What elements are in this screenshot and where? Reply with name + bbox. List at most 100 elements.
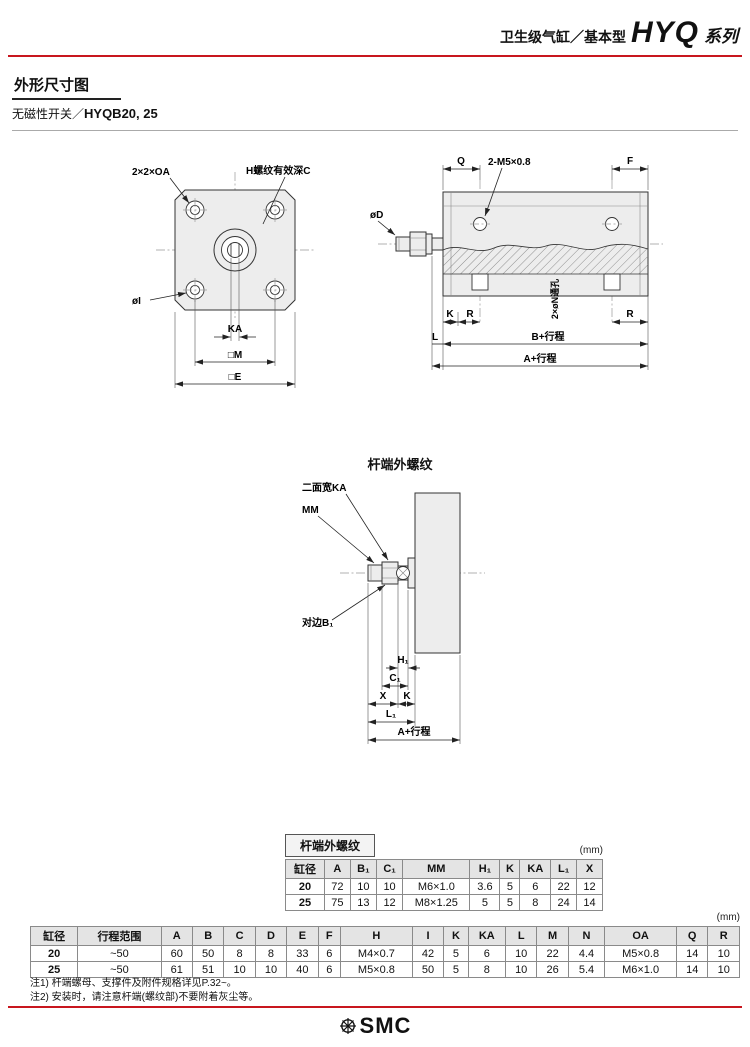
dim-x-k: X K [368, 691, 415, 707]
cell: M5×0.8 [604, 945, 677, 962]
dim-e: □E [174, 312, 296, 388]
cell: ~50 [77, 945, 162, 962]
section-title: 外形尺寸图 [12, 74, 122, 100]
col-header-d: D [254, 926, 288, 946]
table-row-bore25: 25 75 13 12 M8×1.25 5 5 8 24 14 [285, 894, 603, 911]
rod-shaft [431, 237, 444, 251]
dim-ka: KA [214, 258, 256, 341]
cell: 6 [317, 961, 342, 978]
cell: 50 [411, 961, 445, 978]
cell: 75 [323, 894, 351, 911]
oa-label: 2×2×OA [132, 167, 170, 178]
col-header-h: H [340, 926, 413, 946]
table1-title: 杆端外螺纹 [285, 834, 376, 857]
cell: 5.4 [567, 961, 606, 978]
cell: 61 [160, 961, 193, 978]
n-hole-label: 2×øN通孔 [549, 279, 560, 319]
cell: M6×1.0 [604, 961, 677, 978]
cell: 10 [504, 945, 538, 962]
dim-r-right: R [612, 296, 649, 370]
m-dim-label: □M [228, 350, 242, 361]
ka-flats-leader: 二面宽KA [302, 481, 389, 561]
dim-k-r-left: K R [442, 296, 480, 370]
m5-leader: 2-M5×0.8 [484, 157, 531, 217]
col-header-h1: H₁ [469, 859, 501, 879]
cell: M4×0.7 [340, 945, 413, 962]
x-dim-label: X [380, 691, 387, 702]
cell: 12 [576, 878, 603, 895]
cell: 5 [443, 945, 469, 962]
bore-i-leader: øI [132, 291, 187, 307]
cell: 14 [576, 894, 603, 911]
col-header-i: I [411, 926, 445, 946]
cell: 14 [675, 961, 709, 978]
dim-m: □M [194, 300, 276, 366]
b1-leader: 对边B₁ [302, 584, 386, 629]
page-header: 卫生级气缸／基本型 HYQ 系列 [500, 18, 738, 48]
piston-rod-boss [213, 228, 257, 272]
thread-depth-label: H螺纹有效深C [246, 164, 310, 177]
cell: 20 [29, 945, 79, 962]
cell: 8 [254, 945, 288, 962]
col-header-f: F [317, 926, 342, 946]
rod-end-thread-table: 缸径 A B₁ C₁ MM H₁ K KA L₁ X 20 72 10 10 [285, 859, 603, 911]
rod-end-drawing: 二面宽KA MM 对边B₁ H₁ [300, 478, 500, 763]
cell: 3.6 [469, 878, 501, 895]
dimensions-table-section: (mm) 缸径 行程范围 A B C D E F H I K KA L [29, 912, 740, 978]
cell: 10 [707, 945, 740, 962]
l1-dim-label: L₁ [386, 709, 396, 720]
smc-logo-text: SMC [359, 1013, 412, 1038]
dim-h1: H₁ [386, 655, 420, 671]
cylinder-body-side [407, 492, 461, 654]
subtitle-prefix: 无磁性开关／ [12, 107, 85, 121]
rod-end-thread-table-section: 杆端外螺纹 (mm) 缸径 A B₁ C₁ MM H₁ K KA L₁ X [285, 834, 603, 911]
dim-l-b: L B+行程 [431, 256, 648, 370]
dim-c1: C₁ [382, 673, 408, 689]
col-header-r: R [707, 926, 740, 946]
cell: 24 [550, 894, 578, 911]
col-header-stroke-range: 行程范围 [77, 926, 162, 946]
table-row-bore20: 20 72 10 10 M6×1.0 3.6 5 6 22 12 [285, 878, 603, 895]
footer-logo: SMC [0, 1013, 750, 1039]
cell: 5 [443, 961, 469, 978]
col-header-n: N [567, 926, 606, 946]
subtitle-model: HYQB20, 25 [84, 106, 158, 121]
rod-nut [409, 231, 427, 257]
cell: 22 [536, 945, 569, 962]
cell: 13 [349, 894, 377, 911]
cell: 8 [467, 961, 506, 978]
cell: 72 [323, 878, 351, 895]
cell: 5 [469, 894, 501, 911]
k-dim-label: K [446, 309, 454, 320]
footnotes: 注1) 杆端螺母、支撑件及附件规格详见P.32~。 注2) 安装时，请注意杆端(… [30, 977, 258, 1005]
col-header-a: A [323, 859, 351, 879]
cell: 51 [191, 961, 225, 978]
through-hole-right [603, 273, 621, 291]
table1-header-row: 杆端外螺纹 (mm) [285, 834, 603, 857]
side-view-svg: øD Q F 2-M5×0.8 2×øN通孔 [370, 156, 663, 370]
rod-end-title: 杆端外螺纹 [367, 457, 433, 472]
cell: 10 [375, 878, 404, 895]
cell: 8 [519, 894, 552, 911]
col-header-x: X [576, 859, 603, 879]
mounting-hole-bottom-right [263, 278, 287, 302]
cell: 26 [536, 961, 569, 978]
footer-rule [8, 1006, 742, 1008]
cell: M6×1.0 [402, 878, 471, 895]
i-label: øI [132, 296, 141, 307]
col-header-k: K [499, 859, 521, 879]
col-header-bore: 缸径 [285, 859, 325, 879]
col-header-oa: OA [604, 926, 677, 946]
mounting-hole-top-left [183, 198, 207, 222]
front-view-svg: 2×2×OA H螺纹有效深C øI KA □ [132, 164, 314, 388]
table-row-bore25: 25 ~50 61 51 10 10 40 6 M5×0.8 50 5 8 10… [29, 961, 740, 978]
product-category: 卫生级气缸／基本型 [499, 29, 626, 45]
piston-rod-assembly [395, 231, 444, 257]
dim-a-stroke: A+行程 [368, 725, 460, 743]
mm-label: MM [302, 505, 319, 516]
e-dim-label: □E [229, 372, 242, 383]
cell: 50 [191, 945, 225, 962]
ka-flats-label: 二面宽KA [302, 481, 346, 494]
col-header-c1: C₁ [375, 859, 404, 879]
